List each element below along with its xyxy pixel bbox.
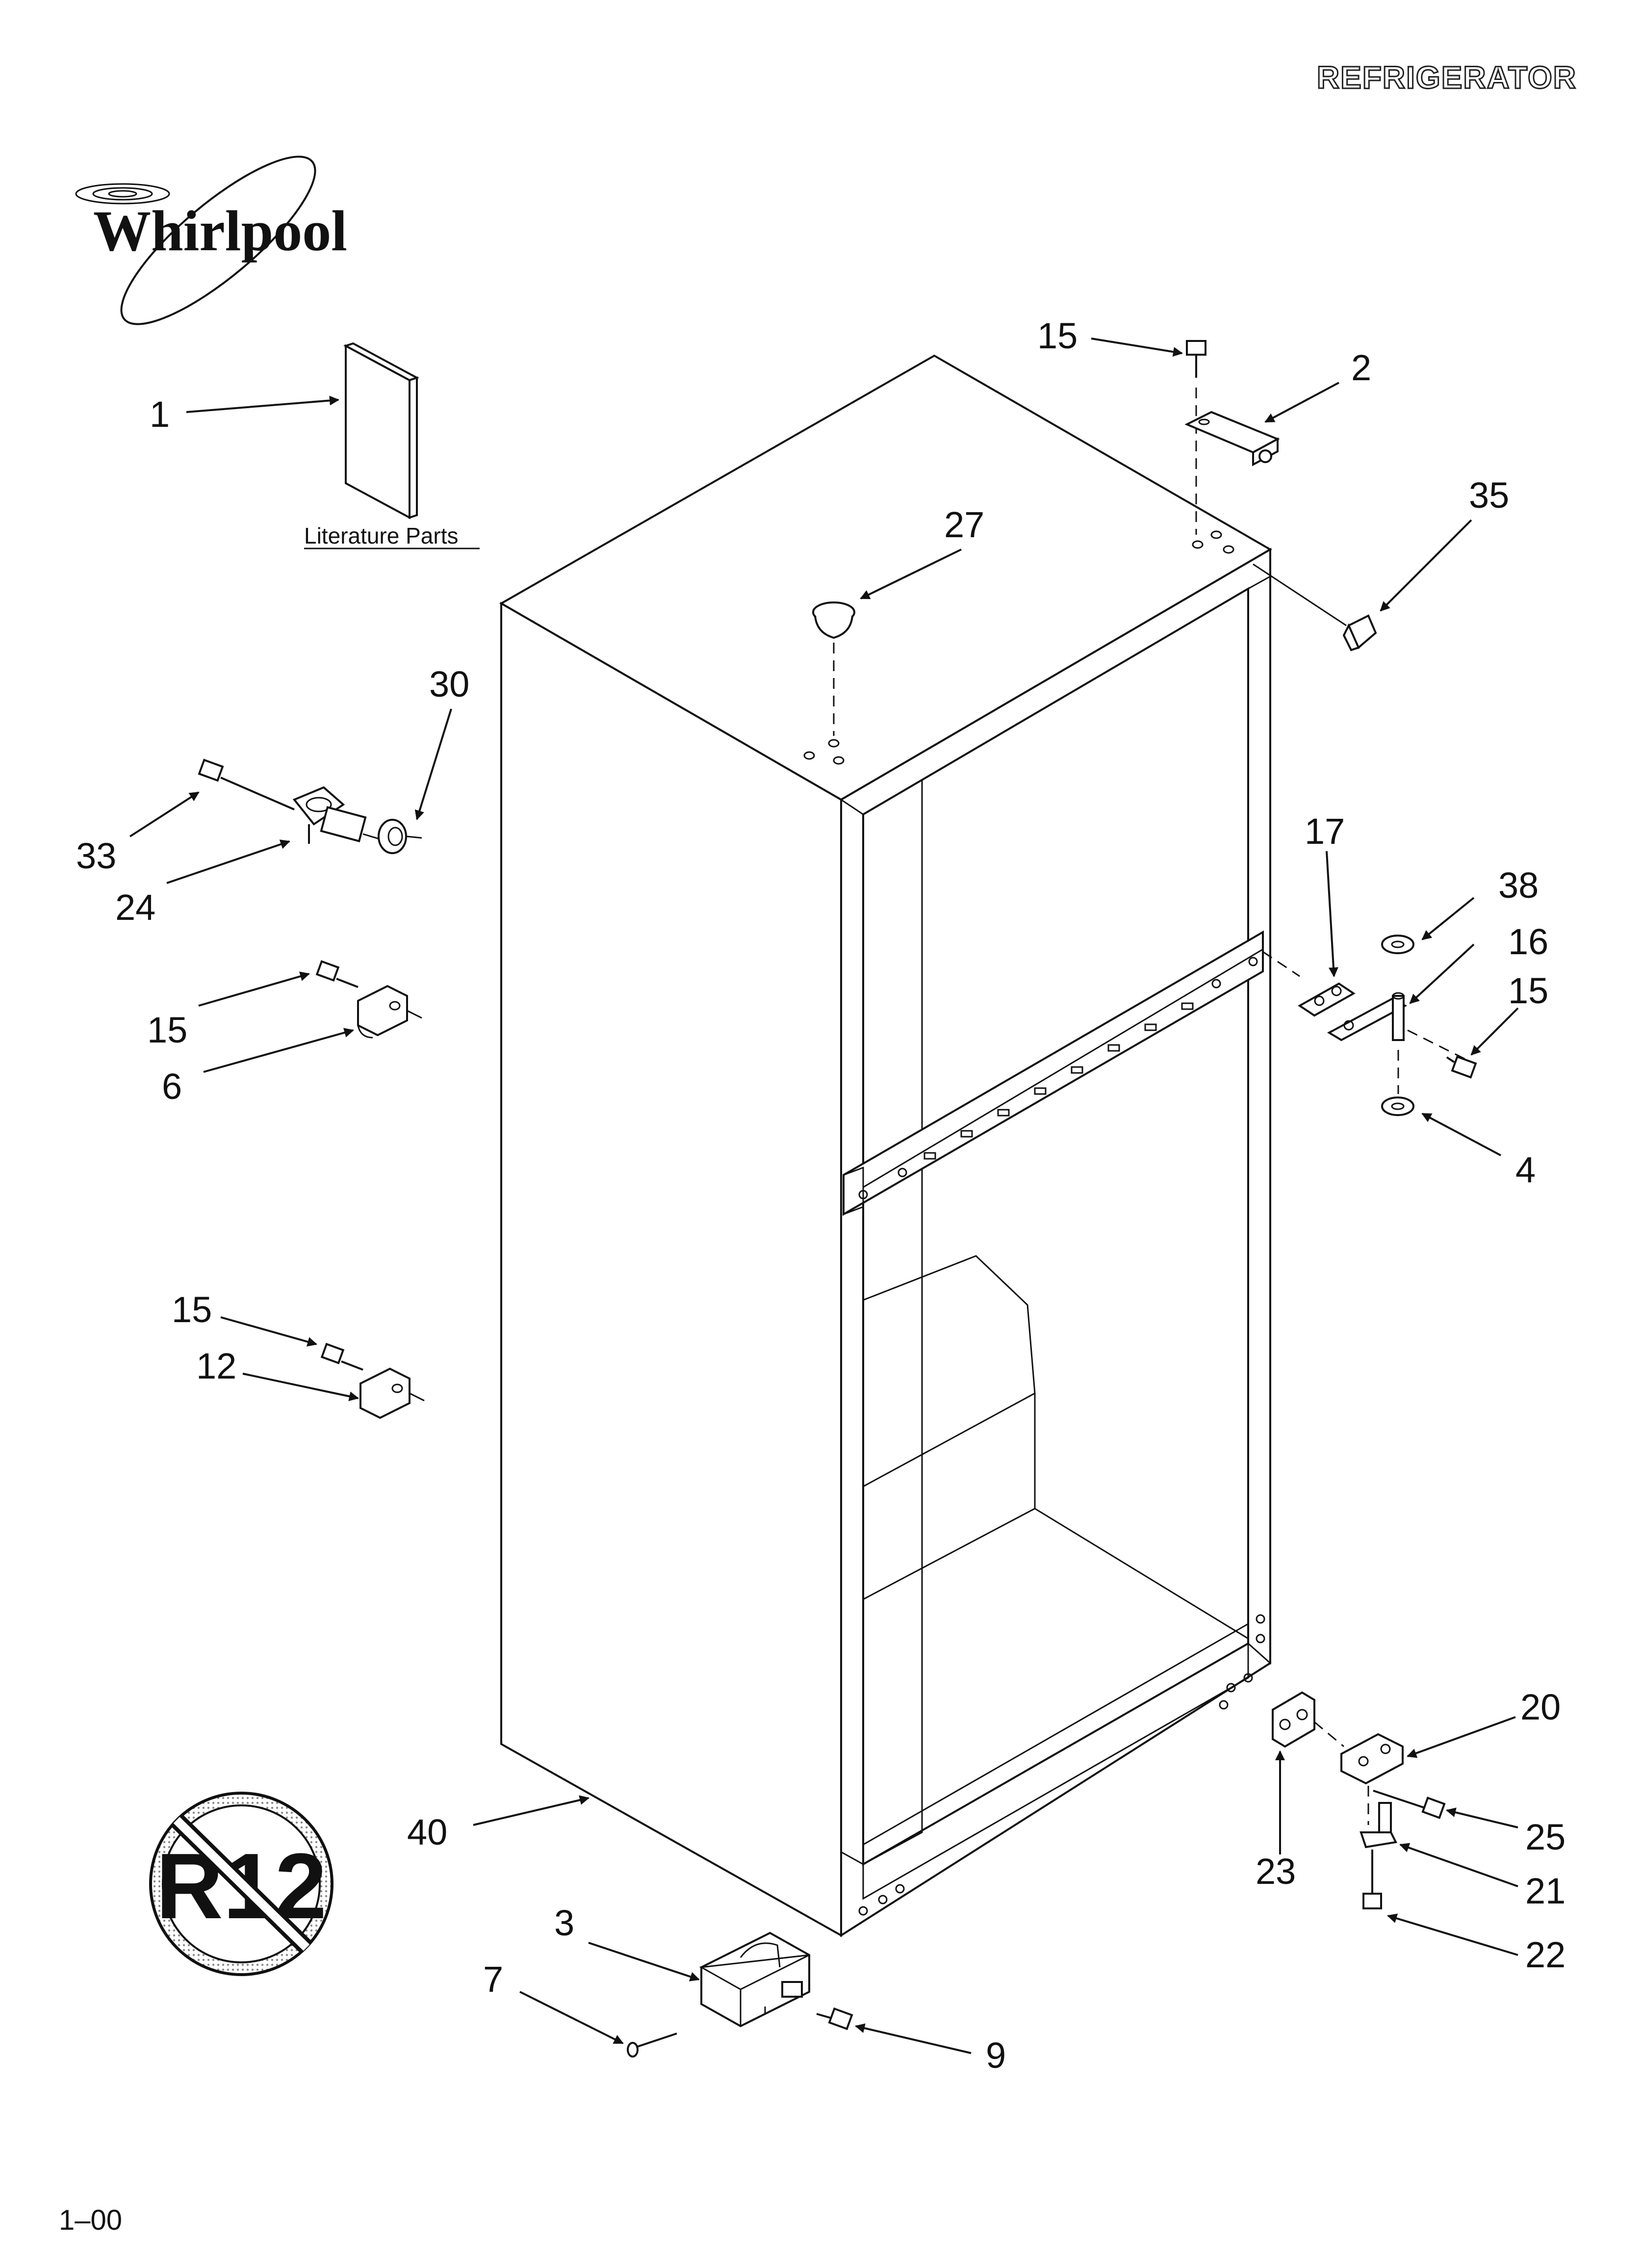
callout-22: 22 <box>1525 1934 1565 1975</box>
roller-pin-icon <box>627 2033 677 2058</box>
callout-20: 20 <box>1520 1687 1561 1727</box>
door-stop-lower-icon <box>320 1343 425 1419</box>
callout-1: 1 <box>150 394 170 435</box>
top-hinge-bracket-icon <box>1184 411 1280 467</box>
callout-12: 12 <box>196 1346 236 1386</box>
hinge-pin-icon <box>1360 1802 1398 1849</box>
hinge-screw-icon <box>1446 1055 1477 1079</box>
page-title: REFRIGERATOR <box>1317 60 1577 95</box>
bottom-hinge-icon <box>1340 1733 1404 1825</box>
literature-book-icon <box>343 342 420 520</box>
refrigerator-cabinet <box>499 354 1272 1937</box>
page-code: 1–00 <box>59 2204 122 2236</box>
callout-21: 21 <box>1525 1871 1565 1911</box>
callout-9: 9 <box>986 2035 1006 2076</box>
callout-27: 27 <box>944 504 984 545</box>
callout-6: 6 <box>162 1066 182 1107</box>
callout-15: 15 <box>1508 970 1548 1011</box>
plug-icon <box>812 601 855 736</box>
callout-15: 15 <box>172 1289 212 1330</box>
callout-15: 15 <box>147 1010 187 1050</box>
adjust-screw-icon <box>1373 1790 1446 1819</box>
front-roller-icon <box>699 1931 810 2028</box>
washer-icon <box>378 819 422 854</box>
no-r12-badge: R12 <box>149 1792 334 1976</box>
callout-7: 7 <box>483 1959 503 2000</box>
whirlpool-logo: Whirlpool <box>75 156 347 325</box>
callout-16: 16 <box>1508 921 1548 962</box>
hinge-cover-icon <box>1253 563 1377 652</box>
roller-screw-icon <box>816 2007 853 2031</box>
literature-parts-label: Literature Parts <box>304 523 458 548</box>
callout-17: 17 <box>1305 811 1345 852</box>
door-stop-upper-icon <box>315 960 422 1039</box>
callout-23: 23 <box>1256 1851 1296 1892</box>
leader-lines <box>129 338 1519 2054</box>
door-stop-stud-icon <box>198 758 388 844</box>
callout-40: 40 <box>407 1812 447 1852</box>
center-hinge-icon <box>1262 951 1467 1094</box>
washer-bottom-icon <box>1381 1096 1414 1116</box>
callout-15: 15 <box>1037 315 1078 356</box>
screw-icon <box>1186 340 1206 535</box>
callout-24: 24 <box>115 887 155 928</box>
callout-4: 4 <box>1515 1149 1536 1190</box>
callout-2: 2 <box>1351 347 1371 388</box>
bottom-hinge-shim-icon <box>1272 1691 1344 1748</box>
callout-35: 35 <box>1469 475 1509 516</box>
callout-25: 25 <box>1525 1817 1565 1857</box>
leveling-bolt-icon <box>1362 1850 1382 1909</box>
brand-name: Whirlpool <box>93 199 347 263</box>
callout-30: 30 <box>429 664 469 704</box>
callout-33: 33 <box>76 835 116 876</box>
washer-top-icon <box>1381 935 1414 954</box>
callout-3: 3 <box>554 1903 574 1943</box>
callout-38: 38 <box>1498 865 1539 906</box>
